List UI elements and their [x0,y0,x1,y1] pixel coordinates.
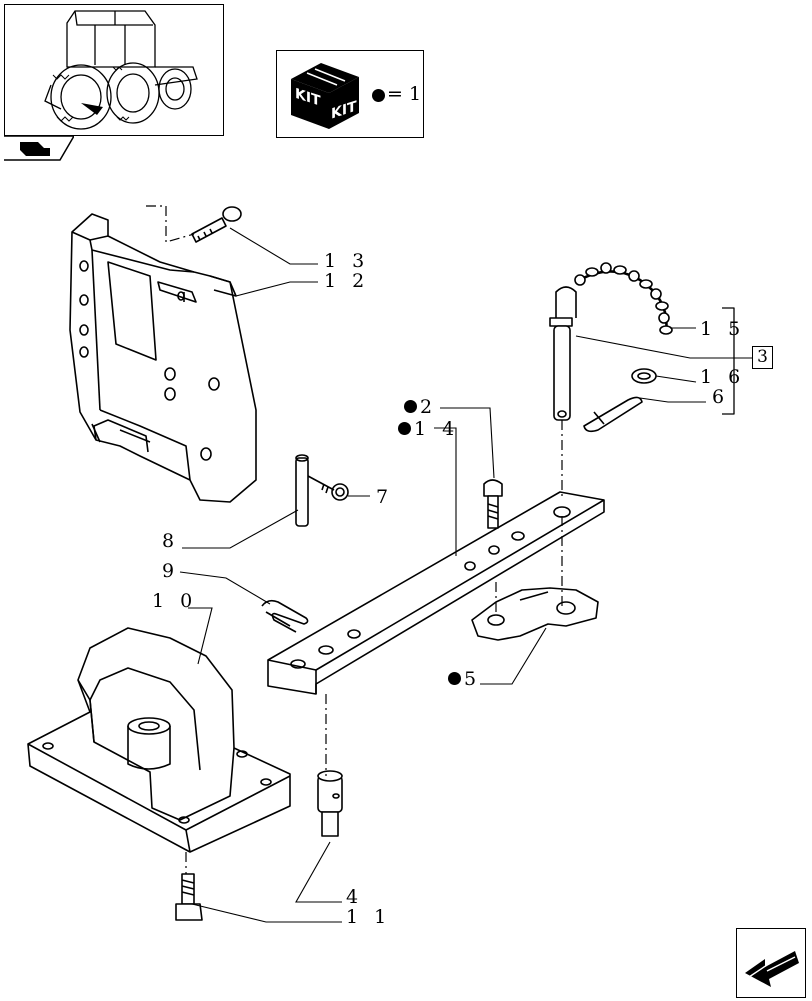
part-6-clip [583,396,643,433]
part-3-pin [549,286,577,421]
callout-2-label: 2 [420,396,438,418]
callout-13[interactable]: 1 3 [324,250,370,272]
callout-5[interactable]: 5 [448,670,481,689]
chain-link [585,267,599,277]
callout-2[interactable]: 2 [404,398,437,417]
callout-8[interactable]: 8 [162,530,180,552]
next-page-button[interactable] [736,928,806,998]
tractor-thumbnail[interactable] [4,4,224,136]
callout-9[interactable]: 9 [162,560,180,582]
callout-14-label: 1 4 [414,418,460,440]
next-page-arrow-icon [745,951,799,987]
part-12-bracket [69,213,257,503]
kit-legend-box: KIT KIT = 1 [276,50,424,138]
callout-7[interactable]: 7 [376,486,394,508]
part-14-drawbar [267,491,605,695]
part-4-pin [317,770,343,837]
part-13-bolt [191,206,242,243]
kit-bullet-icon [404,399,417,413]
chain-link [658,312,670,324]
part-16-washer [631,368,657,384]
chain-link [659,325,673,335]
callout-3[interactable]: 3 [752,346,773,369]
part-11-bolt [175,873,203,921]
callout-6[interactable]: 6 [712,386,730,408]
section-tab[interactable] [4,135,76,162]
chain-link [655,301,669,311]
part-7-clip [307,475,349,501]
part-5-clevis [471,587,599,641]
section-tab-icon [4,135,76,161]
callout-16[interactable]: 1 6 [700,366,746,388]
part-15-chain [575,270,668,333]
chain-link [650,288,662,300]
kit-legend-value: = 1 [387,83,422,105]
kit-bullet-icon [448,671,461,685]
callout-14[interactable]: 1 4 [398,420,459,439]
part-10-hitch-base [27,627,291,853]
part-9-hairpin [261,599,309,633]
chain-link [574,274,586,286]
kit-bullet-icon [398,421,411,435]
callout-11[interactable]: 1 1 [346,906,392,928]
callout-12[interactable]: 1 2 [324,270,370,292]
chain-links [574,262,673,335]
chain-link [639,279,653,289]
chain-link [600,262,612,274]
kit-bullet-icon [372,88,385,102]
callout-5-label: 5 [464,668,482,690]
callout-15[interactable]: 1 5 [700,318,746,340]
center-lines [146,205,563,874]
callout-10[interactable]: 1 0 [152,590,198,612]
tractor-thumbnail-icon [44,10,198,130]
chain-link [628,270,640,282]
part-8-pin [295,454,309,527]
part-2-bolt [483,479,503,529]
callout-4[interactable]: 4 [346,886,364,908]
chain-link [613,265,627,275]
leader-lines [179,227,752,923]
kit-box-icon: KIT KIT [291,63,359,129]
kit-legend-text: = 1 [372,83,421,105]
